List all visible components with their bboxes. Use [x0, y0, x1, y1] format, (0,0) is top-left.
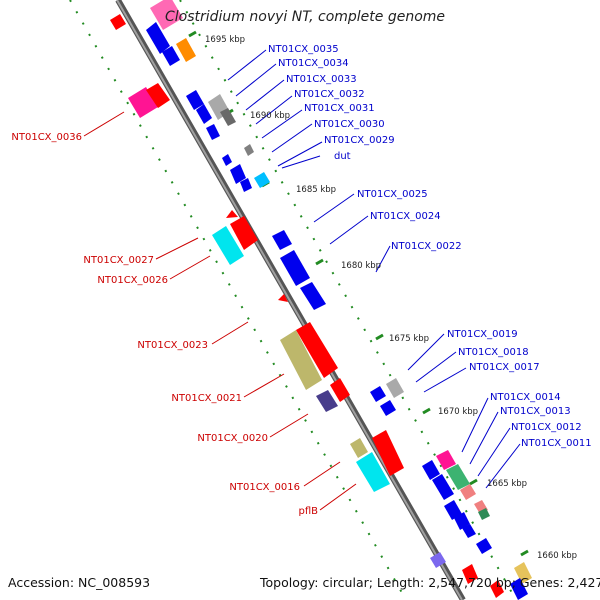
gene-blue-0013 [432, 474, 454, 500]
scale-label: 1680 kbp [341, 261, 381, 271]
forward-strand-genes [110, 0, 504, 598]
gene-magenta-0014 [436, 450, 456, 470]
gene-blue-dut [230, 164, 246, 184]
scale-label: 1665 kbp [487, 479, 527, 489]
gene-red-0027 [230, 216, 258, 250]
gene-blue-0008 [462, 524, 476, 538]
scale-label: 1670 kbp [438, 407, 478, 417]
gene-blue-0034 [162, 46, 180, 66]
gene-red-bottom [490, 580, 504, 598]
gene-label: dut [334, 151, 351, 162]
reverse-strand-genes [146, 22, 532, 600]
gene-blue-0009 [454, 512, 470, 530]
gene-label: NT01CX_0034 [278, 58, 349, 69]
gene-green-0013 [446, 464, 470, 490]
genome-backbone-highlight [116, 0, 463, 600]
gene-label: pflB [298, 506, 318, 517]
gene-gray-0029 [244, 144, 254, 156]
forward-label-leaders [83, 111, 357, 511]
gene-cyan-0016 [356, 452, 390, 492]
accession-text: Accession: NC_008593 [8, 575, 151, 590]
outer-track-guide [179, 0, 517, 600]
gene-dimgray-0032 [220, 108, 236, 126]
gene-label: NT01CX_0018 [458, 347, 529, 358]
gene-red-0036 [146, 83, 170, 108]
gene-blue-0025 [272, 230, 292, 250]
gene-magenta-top [150, 0, 183, 30]
gene-gray-0018 [386, 378, 404, 398]
scale-labels: 1695 kbp 1690 kbp 1685 kbp 1680 kbp 1675… [205, 35, 577, 561]
gene-slateblue-0020 [316, 390, 338, 412]
map-title: Clostridium novyi NT, complete genome [165, 9, 446, 25]
gene-blue-0035 [146, 22, 170, 54]
gene-red-lower [462, 564, 478, 584]
gene-cyan-dut [254, 172, 270, 188]
gene-blue-0029 [222, 154, 232, 166]
scale-label: 1690 kbp [250, 111, 290, 121]
gene-label: NT01CX_0017 [469, 362, 540, 373]
reverse-gene-labels: NT01CX_0035 NT01CX_0034 NT01CX_0033 NT01… [268, 44, 592, 449]
gene-label: NT01CX_0021 [171, 393, 242, 404]
gene-blue-0031 [196, 104, 212, 124]
gene-blue-0022 [300, 282, 326, 310]
gene-label: NT01CX_0032 [294, 89, 365, 100]
gene-label: NT01CX_0025 [357, 189, 428, 200]
gene-label: NT01CX_0013 [500, 406, 571, 417]
genome-summary-text: Topology: circular; Length: 2,547,720 bp… [260, 575, 600, 590]
gene-blue-dut-2 [240, 178, 252, 192]
gene-label: NT01CX_0012 [511, 422, 582, 433]
scale-label: 1660 kbp [537, 551, 577, 561]
gene-blue-0007 [476, 538, 492, 554]
gene-label: NT01CX_0020 [197, 433, 268, 444]
scale-label: 1695 kbp [205, 35, 245, 45]
gene-red-small-0023 [278, 294, 288, 302]
gene-cyan-0027 [212, 226, 244, 265]
gene-label: NT01CX_0014 [490, 392, 561, 403]
reverse-label-leaders [227, 49, 521, 489]
gene-label: NT01CX_0024 [370, 211, 441, 222]
scale-label: 1685 kbp [296, 185, 336, 195]
forward-gene-labels: NT01CX_0036 NT01CX_0027 NT01CX_0026 NT01… [11, 132, 318, 517]
gene-blue-0030 [206, 124, 220, 140]
gene-label: NT01CX_0033 [286, 74, 357, 85]
gene-label: NT01CX_0016 [229, 482, 300, 493]
gene-label: NT01CX_0019 [447, 329, 518, 340]
gene-blue-0024 [280, 250, 310, 286]
gene-blue-bottom [510, 578, 528, 600]
gene-khaki-0016 [350, 438, 368, 458]
inner-track-guide [69, 0, 407, 600]
gene-green-0011 [478, 508, 490, 520]
gene-label: NT01CX_0036 [11, 132, 82, 143]
gene-blue-0019 [370, 386, 386, 402]
gene-label: NT01CX_0029 [324, 135, 395, 146]
gene-label: NT01CX_0011 [521, 438, 592, 449]
gene-salmon-0012 [460, 484, 476, 500]
gene-label: NT01CX_0026 [97, 275, 168, 286]
gene-label: NT01CX_0030 [314, 119, 385, 130]
gene-blue-0033 [186, 90, 204, 110]
gene-label: NT01CX_0022 [391, 241, 462, 252]
gene-red-0020 [330, 378, 350, 402]
scale-label: 1675 kbp [389, 334, 429, 344]
gene-red-0021 [296, 322, 338, 378]
gene-red-small-0028 [226, 210, 238, 218]
gene-mediumpurple-lower [430, 552, 446, 568]
gene-label: NT01CX_0027 [83, 255, 154, 266]
gene-gold-lower [514, 562, 532, 584]
gene-red-top [110, 14, 126, 30]
gene-orange-0034 [176, 38, 196, 62]
gene-blue-0010 [444, 500, 462, 520]
gene-label: NT01CX_0023 [137, 340, 208, 351]
gene-red-pflB [372, 430, 404, 476]
gene-blue-0017 [380, 400, 396, 416]
gene-khaki-0021 [280, 330, 322, 390]
gene-blue-0014 [422, 460, 440, 480]
gene-label: NT01CX_0035 [268, 44, 339, 55]
gene-label: NT01CX_0031 [304, 103, 375, 114]
